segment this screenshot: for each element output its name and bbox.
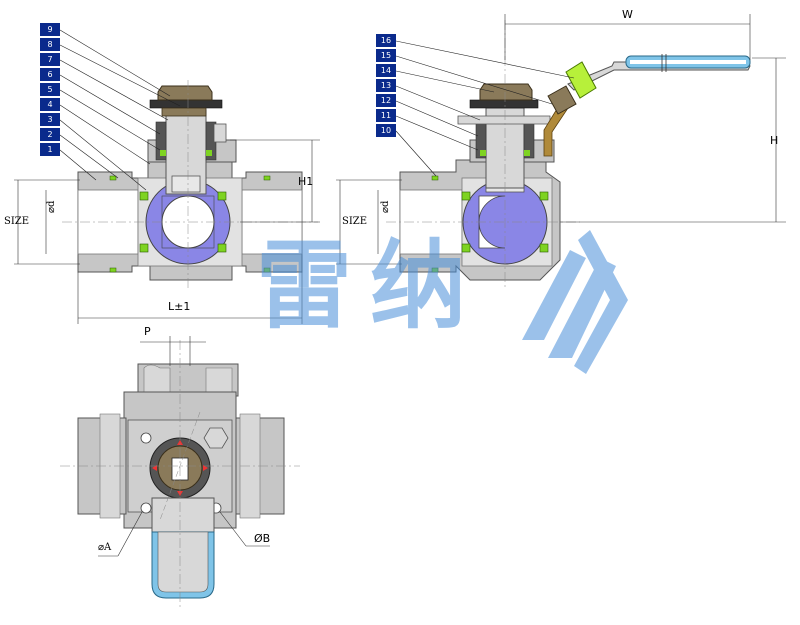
bottom-top-view: [60, 336, 300, 610]
part-number-label: 12: [376, 94, 396, 107]
watermark-logo: [522, 230, 628, 374]
part-number-label: 8: [40, 38, 60, 51]
dim-b-label: ØB: [254, 532, 271, 545]
dim-h-lines: [560, 57, 786, 223]
dim-w-lines: [504, 14, 751, 60]
part-number-label: 2: [40, 128, 60, 141]
dim-h1-lines: [230, 139, 320, 223]
left-part-number-list: 9 8 7 6 5 4 3 2 1: [40, 23, 60, 158]
part-number-label: 6: [40, 68, 60, 81]
part-number-label: 9: [40, 23, 60, 36]
left-nut: [157, 85, 213, 101]
part-number-label: 14: [376, 64, 396, 77]
part-number-label: 11: [376, 109, 396, 122]
dim-a-label: ⌀A: [98, 542, 112, 553]
left-section-view: [14, 29, 320, 324]
part-number-label: 1: [40, 143, 60, 156]
part-number-label: 3: [40, 113, 60, 126]
left-leaders: [59, 29, 181, 191]
right-part-number-list: 16 15 14 13 12 11 10: [376, 34, 396, 139]
seal: [217, 191, 227, 201]
part-number-label: 4: [40, 98, 60, 111]
dim-h-label: H: [770, 134, 779, 147]
seal: [217, 243, 227, 253]
seal: [139, 243, 149, 253]
dim-p-label: P: [144, 325, 151, 338]
dim-w-label: W: [622, 8, 633, 21]
seal: [139, 191, 149, 201]
dim-length-label: L±1: [168, 300, 191, 313]
dim-h1-label: H1: [298, 175, 314, 188]
part-number-label: 15: [376, 49, 396, 62]
right-leaders: [395, 40, 575, 177]
dim-d-label-right: ⌀d: [380, 200, 391, 213]
dim-size-lines-right: [336, 179, 402, 265]
part-number-label: 10: [376, 124, 396, 137]
part-number-label: 16: [376, 34, 396, 47]
dim-d-label: ⌀d: [46, 200, 57, 213]
dim-size-label-right: SIZE: [342, 216, 368, 227]
dim-size-label: SIZE: [4, 216, 30, 227]
dim-l-lines: [77, 272, 303, 324]
dim-size-lines: [14, 179, 80, 265]
part-number-label: 13: [376, 79, 396, 92]
right-nut: [479, 83, 533, 101]
watermark-text: 雷纳: [256, 230, 484, 342]
part-number-label: 7: [40, 53, 60, 66]
part-number-label: 5: [40, 83, 60, 96]
handle-grip: [565, 61, 597, 99]
right-section-view: [336, 14, 786, 290]
dim-p-lines: [140, 336, 206, 366]
